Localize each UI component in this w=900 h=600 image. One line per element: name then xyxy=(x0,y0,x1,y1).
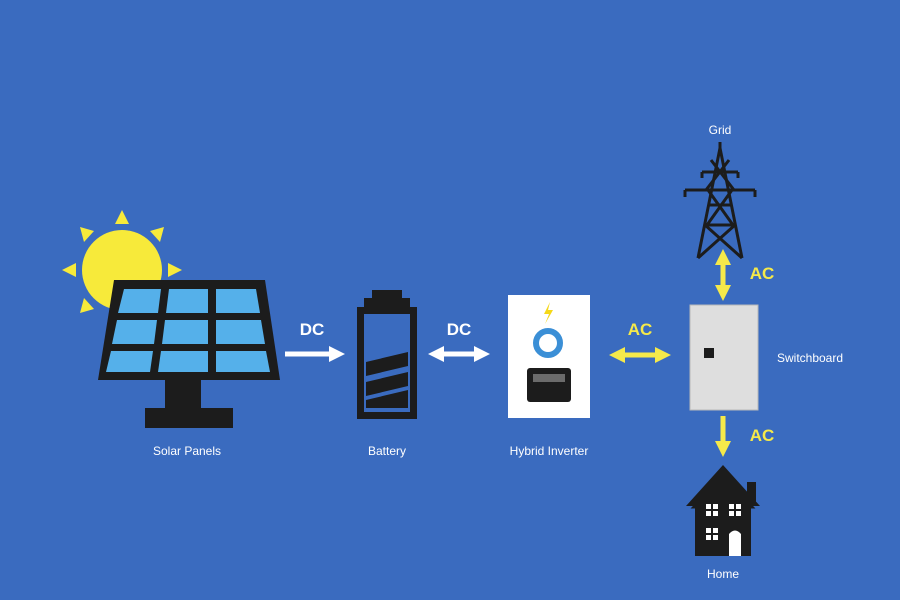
flow-label-grid-switchboard: AC xyxy=(749,264,775,283)
switchboard-label: Switchboard xyxy=(776,351,844,365)
battery-icon xyxy=(357,290,417,419)
grid-label: Grid xyxy=(708,123,732,137)
flow-label-battery-inverter: DC xyxy=(446,320,472,339)
solar-panels-label: Solar Panels xyxy=(152,444,222,458)
transmission-tower-icon xyxy=(683,142,757,260)
switchboard-icon xyxy=(689,304,759,411)
hybrid-inverter-icon xyxy=(508,295,590,418)
house-icon xyxy=(686,465,760,556)
flow-label-inverter-switchboard: AC xyxy=(627,320,653,339)
flow-label-solar-battery: DC xyxy=(299,320,325,339)
solar-panel-icon xyxy=(98,280,280,428)
home-label: Home xyxy=(706,567,740,581)
flow-label-switchboard-home: AC xyxy=(749,426,775,445)
hybrid-inverter-label: Hybrid Inverter xyxy=(509,444,589,458)
battery-label: Battery xyxy=(367,444,407,458)
